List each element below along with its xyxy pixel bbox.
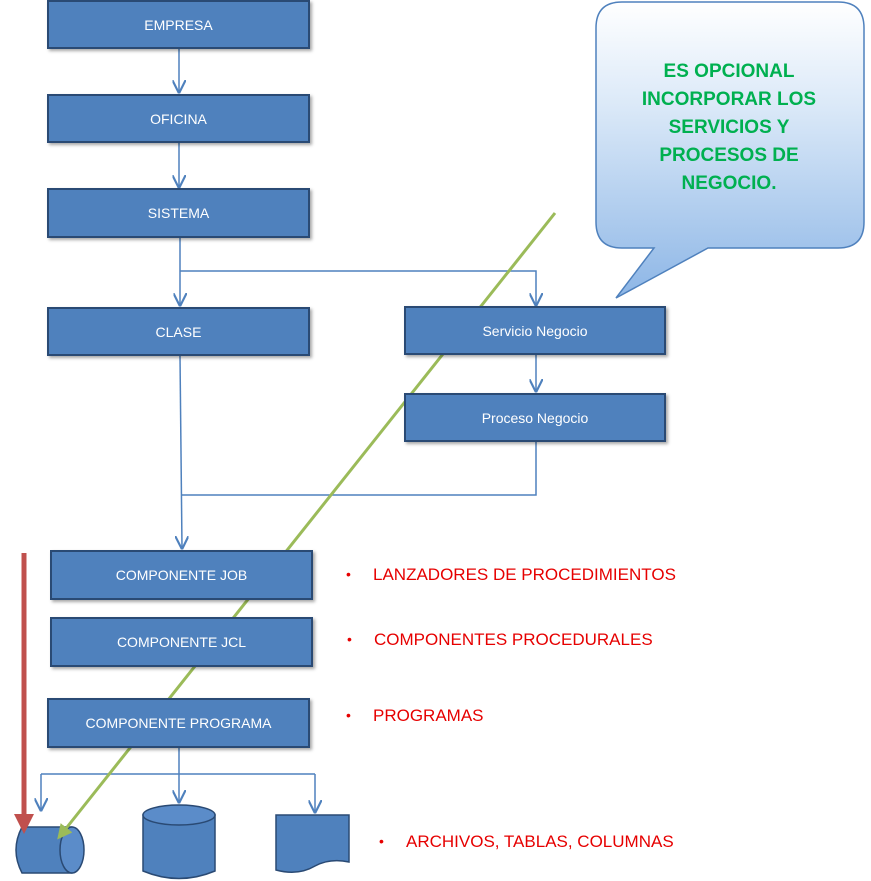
callout-bubble bbox=[595, 1, 865, 299]
bullet-icon: • bbox=[346, 566, 351, 582]
box-componente-job: COMPONENTE JOB bbox=[50, 550, 313, 600]
box-empresa: EMPRESA bbox=[47, 0, 310, 49]
connector-proceso-join bbox=[181, 442, 537, 496]
database-icon bbox=[142, 804, 216, 880]
document-icon bbox=[275, 814, 350, 873]
note-job: LANZADORES DE PROCEDIMIENTOS bbox=[373, 565, 676, 584]
connector-clase-job bbox=[180, 355, 182, 548]
callout-text: ES OPCIONAL INCORPORAR LOS SERVICIOS Y P… bbox=[641, 61, 817, 194]
file-cylinder-icon bbox=[15, 826, 85, 874]
note-archivos: ARCHIVOS, TABLAS, COLUMNAS bbox=[406, 832, 674, 851]
box-componente-jcl: COMPONENTE JCL bbox=[50, 617, 313, 667]
note-programa: PROGRAMAS bbox=[373, 706, 484, 725]
bullet-icon: • bbox=[347, 631, 352, 647]
box-clase: CLASE bbox=[47, 307, 310, 356]
box-componente-programa: COMPONENTE PROGRAMA bbox=[47, 698, 310, 748]
bullet-icon: • bbox=[379, 833, 384, 849]
connector-sistema-servicio bbox=[180, 270, 536, 305]
box-proceso-negocio: Proceso Negocio bbox=[404, 393, 666, 442]
box-servicio-negocio: Servicio Negocio bbox=[404, 306, 666, 355]
box-sistema: SISTEMA bbox=[47, 188, 310, 238]
box-oficina: OFICINA bbox=[47, 94, 310, 143]
note-jcl: COMPONENTES PROCEDURALES bbox=[374, 630, 653, 649]
bullet-icon: • bbox=[346, 707, 351, 723]
